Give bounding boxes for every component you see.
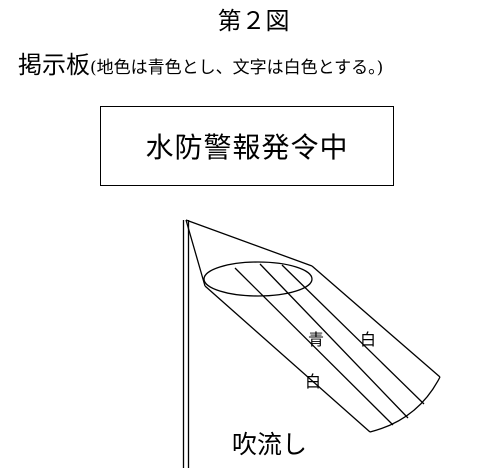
stripe-line	[281, 264, 425, 405]
notice-board: 水防警報発令中	[100, 106, 394, 186]
cone-upper-edge	[185, 219, 313, 267]
figure-title: 第２図	[217, 7, 290, 35]
streamer-caption: 吹流し	[232, 430, 308, 459]
streamer-mouth-ring	[203, 261, 313, 297]
notice-board-text: 水防警報発令中	[145, 131, 349, 164]
stripe-label-white-upper: 白	[360, 330, 377, 349]
sign-caption: 掲示板(地色は青色とし、文字は白色とする。)	[18, 50, 383, 83]
streamer-upper-edge	[311, 265, 441, 378]
sign-caption-main: 掲示板	[18, 51, 90, 79]
stripe-line	[259, 263, 409, 419]
sign-caption-note: (地色は青色とし、文字は白色とする。)	[90, 58, 384, 78]
stripe-label-blue: 青	[308, 330, 325, 349]
cone-lower-edge	[185, 219, 206, 287]
streamer-lower-edge	[204, 285, 371, 433]
streamer-tail	[369, 376, 441, 433]
stripe-label-white-lower: 白	[305, 372, 322, 391]
stripe-line	[234, 267, 394, 426]
